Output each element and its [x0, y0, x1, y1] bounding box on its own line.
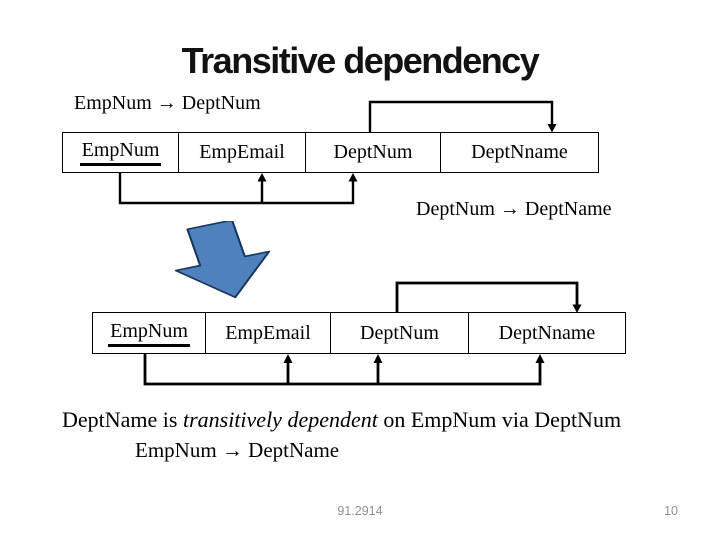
footer-page-number: 10: [664, 504, 678, 518]
primary-key-underline: EmpNum: [79, 139, 162, 166]
conclusion-line1: DeptName is transitively dependent on Em…: [62, 406, 621, 435]
table1-cell-empnum: EmpNum: [63, 133, 179, 172]
arc-table1-deptnum-to-deptnname-icon: [368, 100, 557, 133]
slide-title: Transitive dependency: [181, 40, 540, 81]
arc-table2-deptnum-to-deptnname-icon: [395, 281, 582, 313]
conclusion-line1-post: on EmpNum via DeptNum: [377, 407, 622, 432]
arc-table2-empnum-to-attributes-icon: [143, 353, 545, 386]
fd-empnum-deptnum: EmpNum → DeptNum: [74, 92, 261, 114]
footer-course-code: 91.2914: [337, 504, 383, 518]
fd-deptnum-deptname: DeptNum → DeptName: [416, 198, 612, 220]
table1-cell-deptnname: DeptNname: [471, 141, 568, 163]
conclusion-text: DeptName is transitively dependent on Em…: [62, 406, 621, 464]
relation-table-1: EmpNum EmpEmail DeptNum DeptNname: [62, 132, 599, 173]
table2-cell-deptnum: DeptNum: [331, 313, 469, 353]
primary-key-underline: EmpNum: [108, 320, 190, 347]
table2-cell-empnum: EmpNum: [93, 313, 206, 353]
relation-table-2: EmpNum EmpEmail DeptNum DeptNname: [92, 312, 626, 354]
down-arrow-icon: [174, 221, 271, 299]
table2-cell-empemail: EmpEmail: [206, 313, 331, 353]
table1-cell-empemail: EmpEmail: [179, 133, 306, 172]
conclusion-line1-pre: DeptName is: [62, 407, 183, 432]
table2-cell-deptnname: DeptNname: [498, 321, 596, 344]
table1-cell-deptnum: DeptNum: [306, 133, 441, 172]
fd-empnum-deptname: EmpNum → DeptName: [135, 437, 340, 462]
conclusion-line1-italic: transitively dependent: [182, 407, 378, 432]
arc-table1-empnum-to-attributes-icon: [118, 173, 358, 205]
